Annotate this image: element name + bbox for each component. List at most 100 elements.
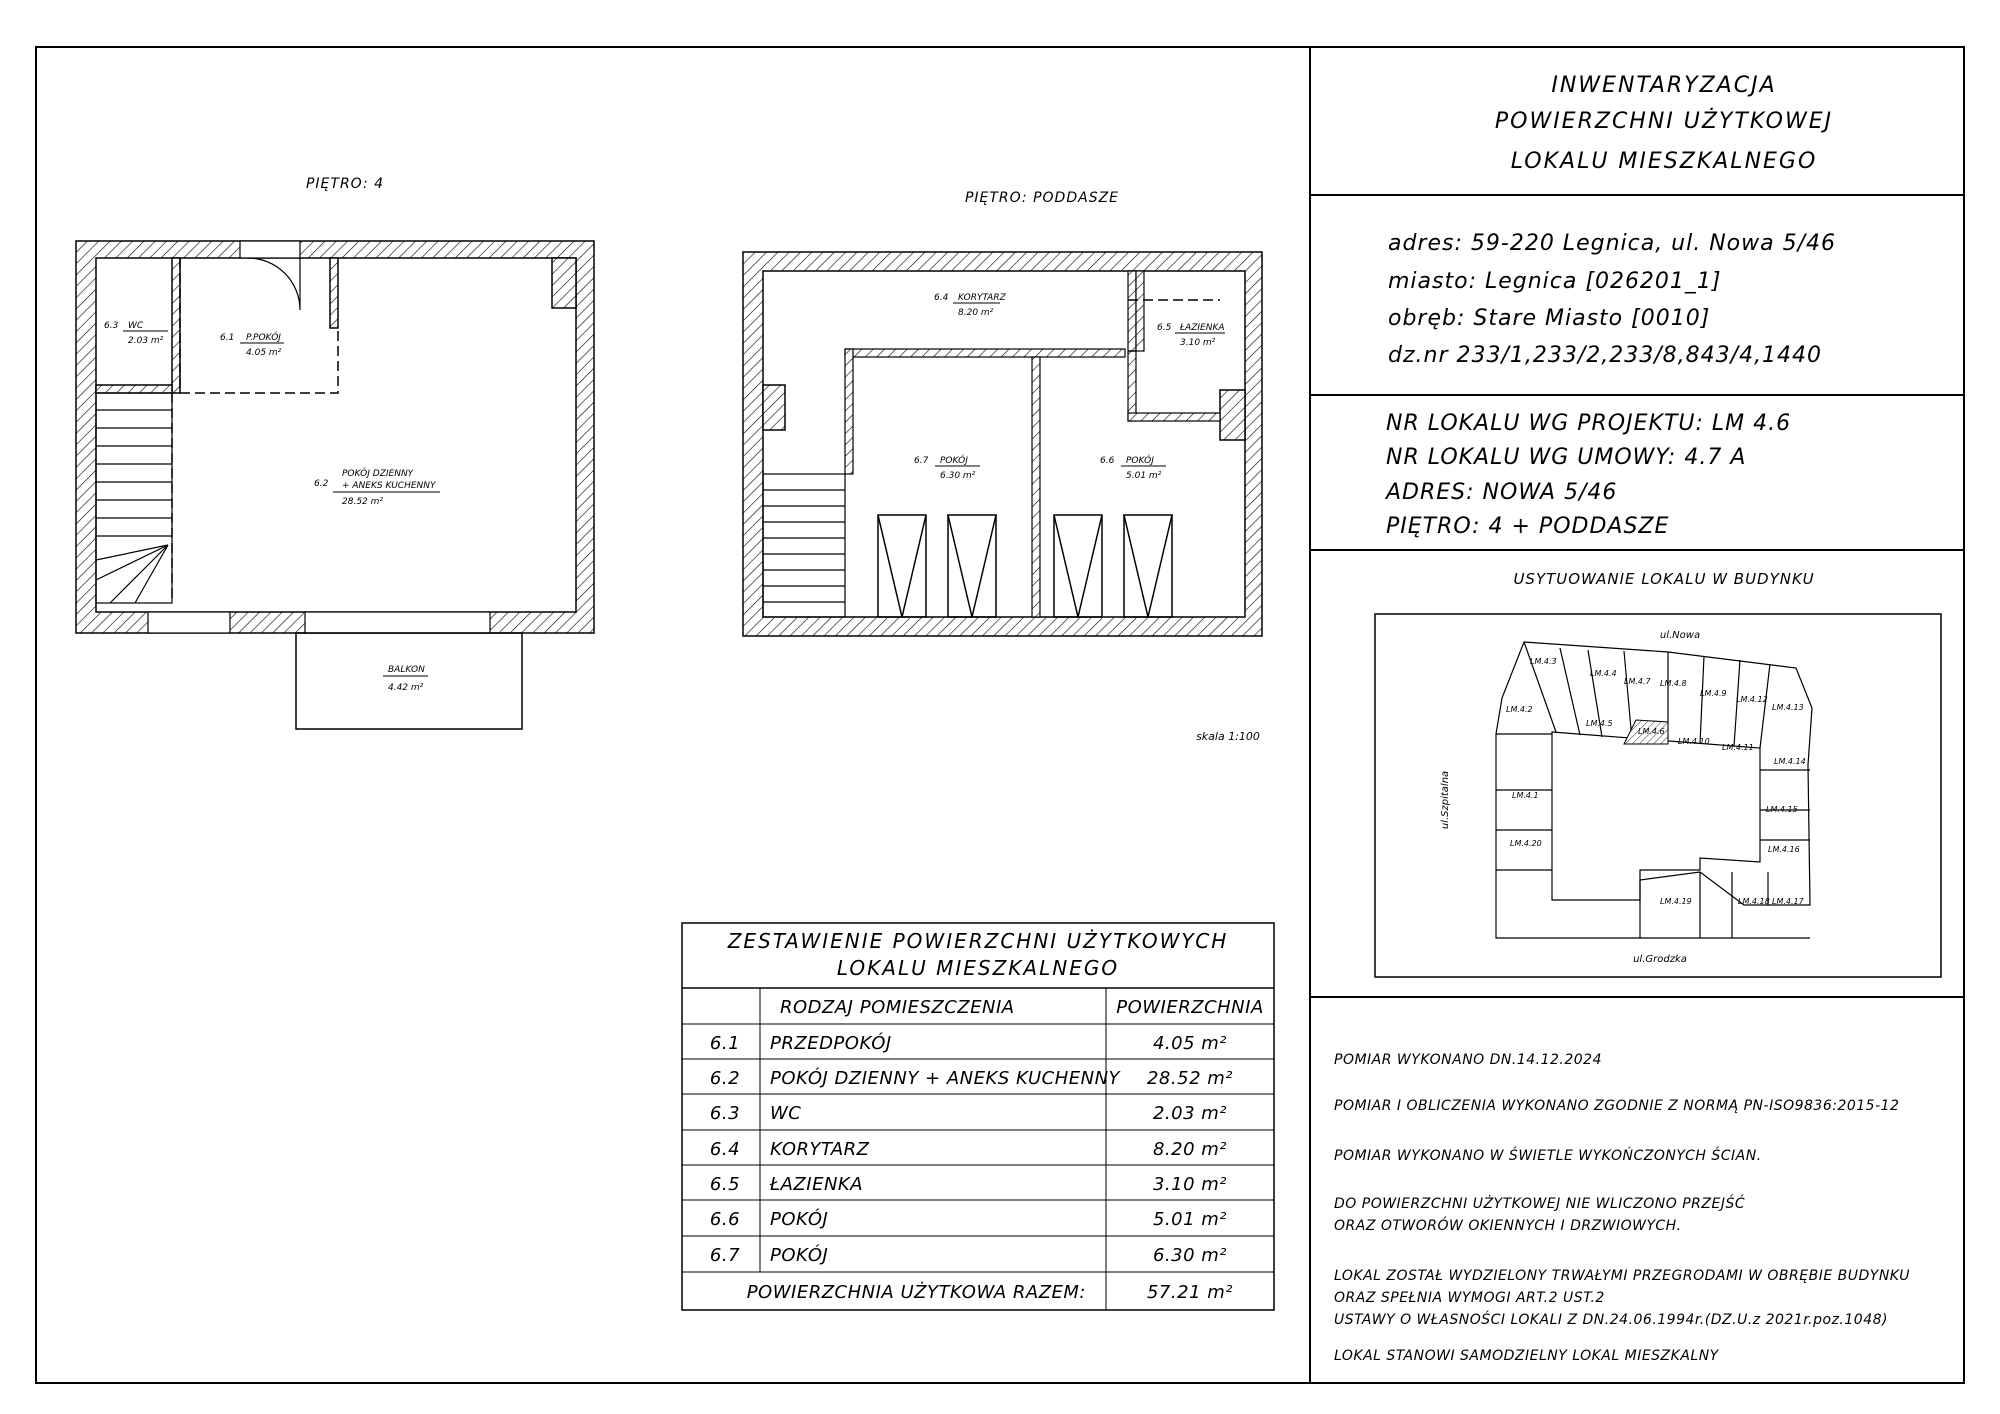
svg-text:ŁAZIENKA: ŁAZIENKA — [1179, 323, 1225, 333]
site-unit-lm43: LM.4.3 — [1530, 657, 1557, 666]
floor4-inner-wall-1 — [171, 257, 181, 394]
svg-text:6.7: 6.7 — [914, 456, 929, 466]
svg-text:6.2: 6.2 — [710, 1068, 740, 1089]
svg-text:POKÓJ: POKÓJ — [770, 1244, 828, 1266]
attic-stairs — [762, 473, 846, 618]
svg-text:5.01 m²: 5.01 m² — [1126, 471, 1162, 481]
svg-text:WC: WC — [128, 321, 144, 331]
notes-block: POMIAR WYKONANO DN.14.12.2024 POMIAR I O… — [1334, 1052, 1909, 1364]
attic-wall-pier-right — [1219, 389, 1246, 441]
attic-partitions — [844, 270, 1221, 618]
table-title-2: LOKALU MIESZKALNEGO — [837, 956, 1119, 980]
room-label-6-6: 6.6 POKÓJ 5.01 m² — [1100, 454, 1166, 481]
site-unit-lm410: LM.4.10 — [1678, 737, 1710, 746]
site-unit-lm47: LM.4.7 — [1624, 677, 1652, 686]
table-row: 6.2 POKÓJ DZIENNY + ANEKS KUCHENNY 28.52… — [710, 1067, 1233, 1089]
svg-text:4.42 m²: 4.42 m² — [388, 683, 424, 693]
site-unit-labels: LM.4.3 LM.4.4 LM.4.7 LM.4.8 LM.4.9 LM.4.… — [1506, 657, 1806, 906]
site-unit-lm48: LM.4.8 — [1660, 679, 1687, 688]
svg-text:5.01 m²: 5.01 m² — [1153, 1209, 1227, 1230]
svg-text:6.30 m²: 6.30 m² — [940, 471, 976, 481]
site-unit-lm411: LM.4.11 — [1722, 743, 1754, 752]
svg-text:6.4: 6.4 — [934, 293, 949, 303]
floor4-door-swing — [247, 257, 301, 311]
floor4-label: PIĘTRO: 4 — [306, 176, 384, 192]
svg-text:6.5: 6.5 — [1157, 323, 1172, 333]
note-date: POMIAR WYKONANO DN.14.12.2024 — [1334, 1052, 1602, 1068]
svg-text:8.20 m²: 8.20 m² — [1153, 1139, 1227, 1160]
svg-text:8.20 m²: 8.20 m² — [958, 308, 994, 318]
street-label-west: ul.Szpitalna — [1440, 771, 1451, 829]
attic-label: PIĘTRO: PODDASZE — [965, 190, 1119, 206]
table-header-type: RODZAJ POMIESZCZENIA — [780, 997, 1015, 1018]
note-exclusions-2: ORAZ OTWORÓW OKIENNYCH I DRZWIOWYCH. — [1334, 1216, 1682, 1234]
note-legal-3: USTAWY O WŁASNOŚCI LOKALI Z DN.24.06.199… — [1334, 1310, 1888, 1328]
svg-text:POKÓJ: POKÓJ — [1126, 454, 1154, 466]
svg-text:6.30 m²: 6.30 m² — [1153, 1245, 1227, 1266]
site-unit-lm413: LM.4.13 — [1772, 703, 1804, 712]
svg-text:2.03 m²: 2.03 m² — [1153, 1103, 1227, 1124]
site-unit-lm42: LM.4.2 — [1506, 705, 1533, 714]
svg-text:WC: WC — [770, 1103, 801, 1124]
site-unit-lm44: LM.4.4 — [1590, 669, 1617, 678]
room-label-balcony: BALKON 4.42 m² — [383, 665, 428, 693]
site-unit-lm420: LM.4.20 — [1510, 839, 1542, 848]
floor4-inner-wall-3 — [95, 384, 173, 394]
unit-info-block: NR LOKALU WG PROJEKTU: LM 4.6 NR LOKALU … — [1384, 411, 1790, 539]
svg-text:POKÓJ DZIENNY + ANEKS KUCHENNY: POKÓJ DZIENNY + ANEKS KUCHENNY — [770, 1067, 1122, 1089]
location-heading: USYTUOWANIE LOKALU W BUDYNKU — [1513, 570, 1814, 588]
title-block: INWENTARYZACJA POWIERZCHNI UŻYTKOWEJ LOK… — [1495, 73, 1833, 174]
table-row: 6.1 PRZEDPOKÓJ 4.05 m² — [710, 1032, 1227, 1054]
scale-label: skala 1:100 — [1196, 730, 1260, 743]
svg-text:BALKON: BALKON — [388, 665, 425, 675]
title-line-2: POWIERZCHNI UŻYTKOWEJ — [1495, 108, 1833, 134]
address-precinct: obręb: Stare Miasto [0010] — [1388, 306, 1710, 331]
table-row: 6.6 POKÓJ 5.01 m² — [710, 1208, 1227, 1230]
table-total-label: POWIERZCHNIA UŻYTKOWA RAZEM: — [747, 1282, 1086, 1303]
unit-contract-number: NR LOKALU WG UMOWY: 4.7 A — [1386, 445, 1746, 470]
note-legal-2: ORAZ SPEŁNIA WYMOGI ART.2 UST.2 — [1334, 1290, 1605, 1306]
site-unit-lm415: LM.4.15 — [1766, 805, 1798, 814]
svg-text:6.5: 6.5 — [710, 1174, 740, 1195]
floor4-inner-wall-2 — [329, 257, 339, 329]
svg-text:3.10 m²: 3.10 m² — [1153, 1174, 1227, 1195]
address-city: miasto: Legnica [026201_1] — [1388, 269, 1722, 294]
svg-text:6.3: 6.3 — [104, 321, 119, 331]
svg-text:6.6: 6.6 — [710, 1209, 740, 1230]
unit-floor: PIĘTRO: 4 + PODDASZE — [1386, 514, 1669, 539]
svg-text:2.03 m²: 2.03 m² — [128, 336, 164, 346]
svg-text:PRZEDPOKÓJ: PRZEDPOKÓJ — [770, 1032, 892, 1054]
svg-text:6.1: 6.1 — [710, 1033, 740, 1054]
title-line-1: INWENTARYZACJA — [1551, 73, 1776, 98]
title-line-3: LOKALU MIESZKALNEGO — [1511, 149, 1818, 174]
svg-text:+ ANEKS KUCHENNY: + ANEKS KUCHENNY — [342, 481, 437, 491]
table-header-area: POWIERZCHNIA — [1116, 997, 1264, 1018]
room-label-6-7: 6.7 POKÓJ 6.30 m² — [914, 454, 980, 481]
note-walls: POMIAR WYKONANO W ŚWIETLE WYKOŃCZONYCH Ś… — [1334, 1146, 1762, 1164]
svg-text:6.6: 6.6 — [1100, 456, 1115, 466]
room-label-6-3: 6.3 WC 2.03 m² — [104, 321, 168, 346]
address-parcels: dz.nr 233/1,233/2,233/8,843/4,1440 — [1388, 343, 1822, 368]
svg-text:P.POKÓJ: P.POKÓJ — [246, 331, 281, 343]
address-block: adres: 59-220 Legnica, ul. Nowa 5/46 mia… — [1388, 231, 1835, 368]
floor4-wall-pier — [551, 257, 577, 309]
site-unit-lm414: LM.4.14 — [1774, 757, 1806, 766]
svg-text:KORYTARZ: KORYTARZ — [958, 293, 1007, 303]
attic-outer-walls — [742, 251, 1263, 637]
svg-text:4.05 m²: 4.05 m² — [1153, 1033, 1227, 1054]
room-label-6-2: 6.2 POKÓJ DZIENNY + ANEKS KUCHENNY 28.52… — [314, 467, 440, 507]
summary-table: ZESTAWIENIE POWIERZCHNI UŻYTKOWYCH LOKAL… — [681, 922, 1275, 1311]
table-row: 6.3 WC 2.03 m² — [710, 1103, 1227, 1124]
note-standard: POMIAR I OBLICZENIA WYKONANO ZGODNIE Z N… — [1334, 1098, 1899, 1114]
svg-text:6.1: 6.1 — [220, 333, 234, 343]
svg-text:KORYTARZ: KORYTARZ — [770, 1139, 870, 1160]
table-total-value: 57.21 m² — [1147, 1282, 1233, 1303]
svg-text:6.3: 6.3 — [710, 1103, 740, 1124]
site-unit-lm418: LM.4.18 — [1738, 897, 1770, 906]
location-section: USYTUOWANIE LOKALU W BUDYNKU — [1374, 570, 1942, 978]
site-unit-lm412: LM.4.12 — [1736, 695, 1768, 704]
svg-text:POKÓJ DZIENNY: POKÓJ DZIENNY — [342, 467, 415, 479]
floor4-balcony — [295, 632, 523, 730]
svg-text:28.52 m²: 28.52 m² — [1147, 1068, 1233, 1089]
room-label-6-1: 6.1 P.POKÓJ 4.05 m² — [220, 331, 284, 358]
